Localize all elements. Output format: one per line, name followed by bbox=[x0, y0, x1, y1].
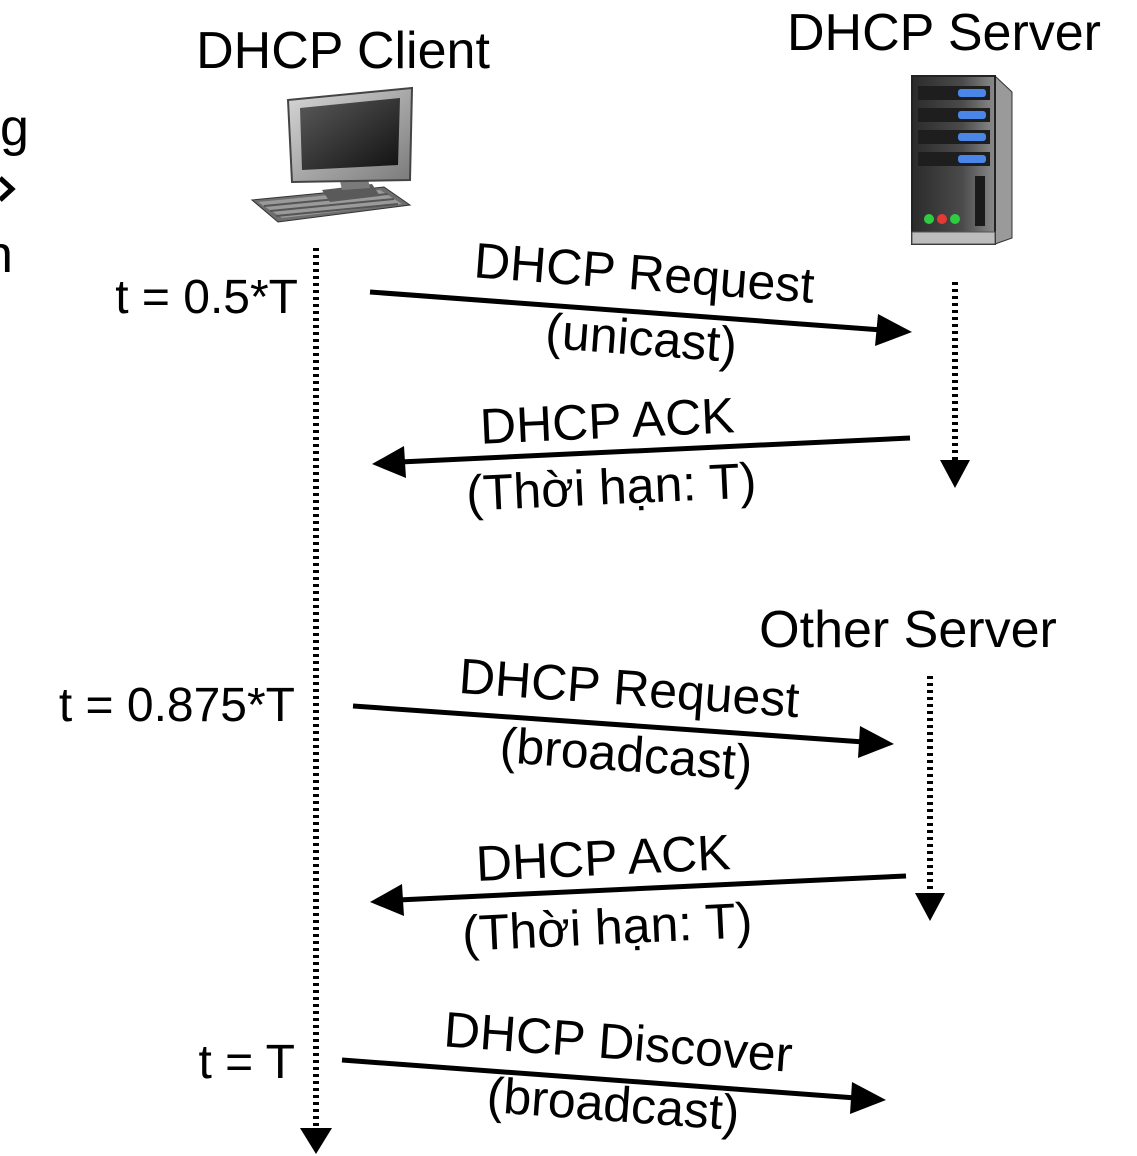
arrowhead-icon bbox=[858, 726, 894, 758]
client-title: DHCP Client bbox=[196, 22, 490, 80]
other-server-timeline bbox=[915, 676, 945, 921]
edge-fragment-top: g bbox=[0, 99, 29, 157]
computer-icon bbox=[250, 86, 414, 223]
arrowhead-icon bbox=[875, 314, 912, 346]
server-title: DHCP Server bbox=[787, 4, 1101, 62]
message-label: DHCP ACK bbox=[479, 387, 736, 454]
edge-fragment-bottom: n bbox=[0, 226, 13, 284]
arrowhead-icon bbox=[372, 446, 406, 478]
message-sublabel: (broadcast) bbox=[485, 1067, 741, 1141]
arrowhead-icon bbox=[370, 884, 404, 916]
time-label-seven-eighths: t = 0.875*T bbox=[59, 679, 295, 732]
message-sublabel: (broadcast) bbox=[498, 717, 754, 791]
message-request-broadcast: DHCP Request (broadcast) bbox=[352, 648, 894, 791]
message-ack-lease-2: DHCP ACK (Thời hạn: T) bbox=[370, 824, 907, 962]
message-sublabel: (Thời hạn: T) bbox=[465, 452, 758, 521]
client-timeline bbox=[300, 248, 332, 1154]
edge-arrow-fragment bbox=[0, 176, 16, 202]
message-ack-lease-1: DHCP ACK (Thời hạn: T) bbox=[372, 387, 911, 522]
other-server-title: Other Server bbox=[759, 601, 1057, 659]
server-timeline bbox=[940, 282, 970, 488]
message-label: DHCP ACK bbox=[475, 824, 732, 892]
time-label-full: t = T bbox=[199, 1036, 296, 1089]
arrowhead-icon bbox=[850, 1082, 886, 1114]
message-sublabel: (Thời hạn: T) bbox=[461, 892, 754, 962]
message-sublabel: (unicast) bbox=[544, 303, 739, 373]
time-label-half: t = 0.5*T bbox=[115, 271, 298, 324]
server-icon bbox=[911, 74, 1013, 245]
message-request-unicast: DHCP Request (unicast) bbox=[369, 232, 912, 373]
message-discover-broadcast: DHCP Discover (broadcast) bbox=[341, 1001, 886, 1141]
